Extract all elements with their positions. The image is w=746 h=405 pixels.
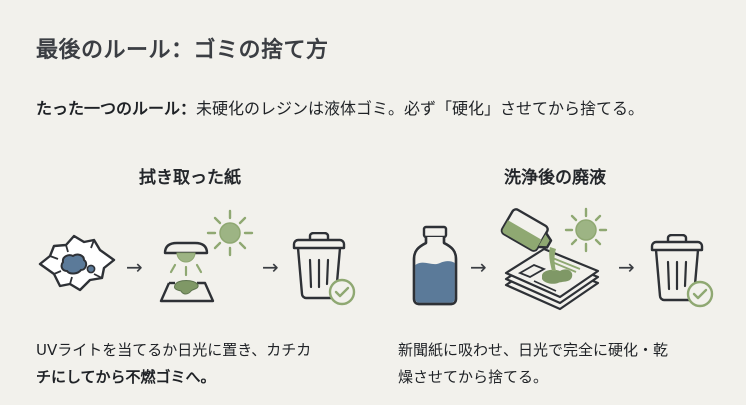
description-waste-liquid: 新聞紙に吸わせ、日光で完全に硬化・乾 燥させてから捨てる。: [398, 337, 668, 391]
arrow-right: →: [618, 255, 635, 279]
rule-statement: たった一つのルール：未硬化のレジンは液体ゴミ。必ず「硬化」させてから捨てる。: [36, 95, 644, 119]
trash-can-check-icon: [650, 234, 714, 308]
trash-can-check-icon: [292, 232, 356, 306]
description-line: 新聞紙に吸わせ、日光で完全に硬化・乾: [398, 341, 669, 359]
page-title: 最後のルール：ゴミの捨て方: [36, 38, 329, 63]
description-line: チにしてから不燃ゴミへ。: [36, 368, 216, 386]
rule-prefix: たった一つのルール：: [36, 99, 197, 118]
description-wiped-paper: UVライトを当てるか日光に置き、カチカ チにしてから不燃ゴミへ。: [36, 337, 311, 391]
stained-paper-icon: [38, 234, 116, 292]
arrow-right: →: [262, 255, 279, 279]
uv-lamp-and-sun-icon: [159, 209, 254, 303]
section-heading-wiped-paper: 拭き取った紙: [139, 168, 241, 188]
rule-text: 未硬化のレジンは液体ゴミ。必ず「硬化」させてから捨てる。: [196, 99, 645, 118]
arrow-right: →: [126, 255, 143, 279]
bottle-liquid-icon: [412, 225, 458, 306]
arrow-right: →: [470, 255, 487, 279]
pour-onto-newspaper-sun-icon: [500, 207, 608, 311]
section-heading-waste-liquid: 洗浄後の廃液: [504, 168, 606, 188]
description-line: UVライトを当てるか日光に置き、カチカ: [36, 341, 312, 359]
description-line: 燥させてから捨てる。: [398, 368, 549, 386]
